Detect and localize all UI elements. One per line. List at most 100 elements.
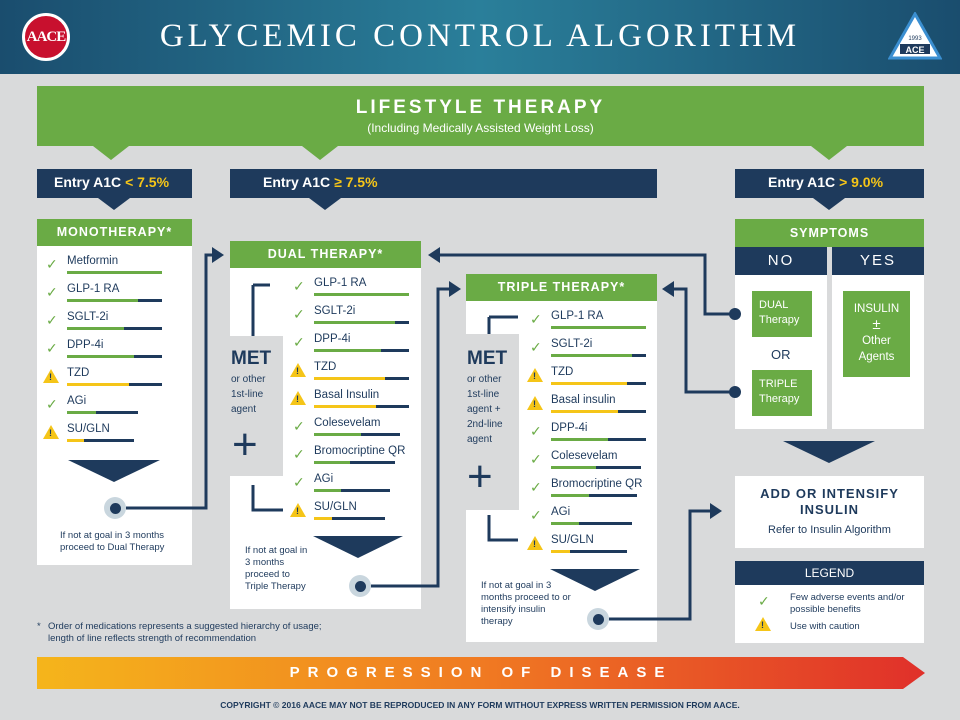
check-icon: ✓ bbox=[293, 474, 305, 490]
caution-icon: ! bbox=[43, 369, 59, 383]
header-banner bbox=[0, 0, 960, 74]
add-insulin-box: ADD OR INTENSIFY INSULIN Refer to Insuli… bbox=[735, 476, 924, 548]
drug-item: SU/GLN bbox=[67, 423, 162, 443]
legend-caution-text: Use with caution bbox=[790, 621, 860, 632]
drug-name: DPP-4i bbox=[314, 333, 351, 345]
bar-fill bbox=[314, 349, 381, 352]
triple-met-sub-line: or other bbox=[467, 374, 502, 385]
entry-mid-label: Entry A1C bbox=[263, 174, 335, 190]
symptoms-yes-header: YES bbox=[832, 247, 924, 275]
drug-name: SU/GLN bbox=[67, 423, 110, 435]
recommendation-strength-bar bbox=[314, 349, 409, 352]
drug-item: AGi bbox=[314, 473, 409, 493]
dual-met-sub: or other 1st-line agent bbox=[231, 372, 265, 417]
caution-icon: ! bbox=[527, 396, 543, 410]
triple-note: If not at goal in 3 months proceed to or… bbox=[481, 580, 571, 627]
recommendation-strength-bar bbox=[67, 383, 162, 386]
drug-name: GLP-1 RA bbox=[314, 277, 367, 289]
triple-met-sub-line: agent + bbox=[467, 404, 501, 415]
bar-fill bbox=[314, 461, 351, 464]
drug-name: Bromocriptine QR bbox=[551, 478, 643, 490]
bar-fill bbox=[67, 299, 139, 302]
triple-met-sub-line: 2nd-line bbox=[467, 419, 503, 430]
legend-title: LEGEND bbox=[735, 561, 924, 585]
bar-fill bbox=[314, 321, 395, 324]
drug-item: SU/GLN bbox=[314, 501, 409, 521]
recommendation-strength-bar bbox=[314, 461, 395, 464]
drug-item: Bromocriptine QR bbox=[314, 445, 409, 465]
bar-fill bbox=[67, 411, 96, 414]
legend-caution-icon: ! bbox=[755, 617, 771, 631]
dual-to-triple-arrowhead bbox=[449, 281, 461, 297]
drug-item: DPP-4i bbox=[67, 339, 162, 359]
drug-name: TZD bbox=[551, 366, 574, 378]
check-icon: ✓ bbox=[46, 256, 58, 272]
check-icon: ✓ bbox=[293, 306, 305, 322]
entry-low-value: < 7.5% bbox=[125, 174, 170, 190]
page-title: GLYCEMIC CONTROL ALGORITHM bbox=[159, 18, 801, 54]
recommendation-strength-bar bbox=[67, 355, 162, 358]
bar-fill bbox=[551, 550, 570, 553]
dual-met-gap bbox=[230, 336, 283, 476]
ace-logo: ACE 1993 bbox=[888, 12, 942, 60]
progression-label-wrap: PROGRESSION OF DISEASE bbox=[37, 657, 925, 689]
symptoms-insulin-box: INSULIN ± Other Agents bbox=[843, 291, 910, 377]
recommendation-strength-bar bbox=[551, 382, 646, 385]
lifestyle-arrow-left bbox=[93, 146, 129, 160]
drug-item: TZD bbox=[67, 367, 162, 387]
dual-met-label: MET bbox=[231, 348, 272, 369]
drug-name: SU/GLN bbox=[551, 534, 594, 546]
drug-item: TZD bbox=[551, 366, 646, 386]
bar-fill bbox=[551, 326, 646, 329]
legend-check-text: Few adverse events and/or possible benef… bbox=[790, 592, 905, 615]
check-icon: ✓ bbox=[530, 479, 542, 495]
footnote-star: * bbox=[37, 621, 41, 632]
dual-met-sub-line: agent bbox=[231, 404, 257, 415]
triple-to-insulin-arrowhead bbox=[710, 503, 722, 519]
check-icon: ✓ bbox=[293, 418, 305, 434]
recommendation-strength-bar bbox=[314, 405, 409, 408]
caution-icon: ! bbox=[527, 368, 543, 382]
bar-fill bbox=[314, 377, 386, 380]
recommendation-strength-bar bbox=[314, 489, 390, 492]
recommendation-strength-bar bbox=[551, 494, 637, 497]
recommendation-strength-bar bbox=[551, 522, 632, 525]
dual-note: If not at goal in 3 months proceed to Tr… bbox=[245, 545, 308, 592]
recommendation-strength-bar bbox=[314, 517, 386, 520]
drug-item: Colesevelam bbox=[551, 450, 646, 470]
entry-low-label: Entry A1C bbox=[54, 174, 126, 190]
drug-item: Basal insulin bbox=[551, 394, 646, 414]
recommendation-strength-bar bbox=[551, 438, 646, 441]
drug-item: GLP-1 RA bbox=[551, 310, 646, 330]
drug-name: Basal Insulin bbox=[314, 389, 380, 401]
triple-met-label: MET bbox=[467, 348, 508, 369]
triple-met-sub-line: agent bbox=[467, 434, 493, 445]
entry-a1c-low: Entry A1C < 7.5% bbox=[37, 169, 192, 198]
monotherapy-note: If not at goal in 3 months proceed to Du… bbox=[60, 530, 165, 553]
drug-item: AGi bbox=[551, 506, 646, 526]
triple-connector-dot bbox=[587, 608, 609, 630]
add-insulin-subtitle: Refer to Insulin Algorithm bbox=[768, 524, 891, 536]
bar-fill bbox=[67, 355, 134, 358]
check-icon: ✓ bbox=[530, 451, 542, 467]
bar-fill bbox=[551, 354, 632, 357]
dual-met-sub-line: 1st-line bbox=[231, 389, 264, 400]
caution-icon: ! bbox=[527, 536, 543, 550]
drug-item: AGi bbox=[67, 395, 162, 415]
drug-name: AGi bbox=[551, 506, 571, 518]
check-icon: ✓ bbox=[530, 507, 542, 523]
bar-fill bbox=[314, 405, 376, 408]
lifestyle-title: LIFESTYLE THERAPY bbox=[355, 97, 606, 118]
monotherapy-title: MONOTHERAPY* bbox=[37, 219, 192, 246]
check-icon: ✓ bbox=[530, 311, 542, 327]
symptoms-other-agents: Other Agents bbox=[858, 335, 895, 363]
bar-fill bbox=[314, 517, 332, 520]
check-icon: ✓ bbox=[530, 339, 542, 355]
entry-a1c-high: Entry A1C > 9.0% bbox=[735, 169, 924, 198]
drug-item: SGLT-2i bbox=[314, 305, 409, 325]
lifestyle-therapy-banner: LIFESTYLE THERAPY (Including Medically A… bbox=[37, 86, 924, 146]
symptoms-plus-minus: ± bbox=[872, 316, 881, 333]
triple-met-sub-line: 1st-line bbox=[467, 389, 500, 400]
monotherapy-down-arrow bbox=[68, 460, 160, 482]
drug-item: SU/GLN bbox=[551, 534, 646, 554]
